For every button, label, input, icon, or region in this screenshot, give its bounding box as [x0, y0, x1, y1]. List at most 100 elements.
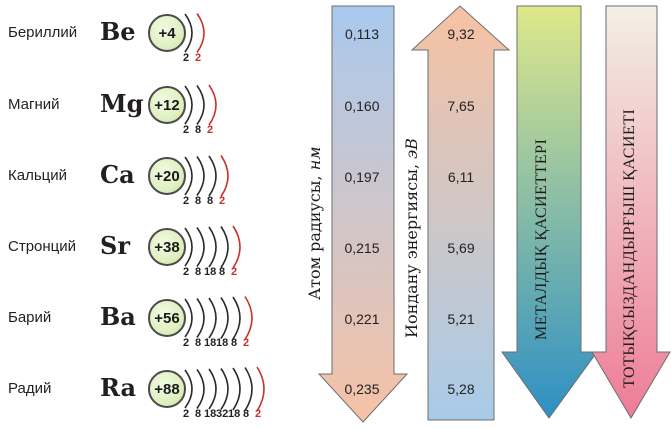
electron-shell	[184, 13, 193, 53]
shell-electron-count: 2	[255, 408, 262, 420]
electron-shell	[184, 156, 193, 196]
electron-shell	[208, 368, 217, 410]
element-symbol: Sr	[100, 231, 130, 260]
nuclear-charge: +38	[148, 228, 186, 266]
electron-shell	[196, 156, 205, 196]
electron-shell	[208, 297, 217, 339]
element-name: Стронций	[8, 238, 77, 255]
outer-electron-shell	[232, 225, 241, 269]
ionization-energy-value: 9,32	[447, 26, 475, 42]
reducing-properties-arrow	[591, 5, 671, 419]
element-name: Барий	[8, 309, 52, 326]
shell-electron-count: 2	[231, 266, 238, 278]
element-name: Радий	[8, 380, 52, 397]
shell-electron-count: 18	[228, 408, 241, 420]
shell-electron-count: 2	[183, 124, 190, 136]
element-name: Кальций	[8, 167, 67, 184]
element-name: Бериллий	[8, 24, 78, 41]
shell-electron-count: 2	[183, 408, 190, 420]
nuclear-charge: +56	[148, 299, 186, 337]
electron-shell	[196, 369, 205, 409]
ionization-energy-value: 5,21	[447, 311, 475, 327]
ionization-energy-unit: эВ	[402, 138, 421, 159]
electron-shell	[232, 367, 241, 411]
shell-electron-count: 18	[204, 337, 217, 349]
electron-shell	[220, 226, 229, 268]
electron-shell	[208, 226, 217, 268]
ionization-energy-value: 5,69	[447, 240, 475, 256]
shell-electron-count: 2	[183, 337, 190, 349]
shell-electron-count: 8	[195, 195, 202, 207]
shell-electron-count: 8	[195, 408, 202, 420]
reducing-properties-text: ТОТЫҚСЫЗДАНДЫРҒЫШ ҚАСИЕТІ	[621, 108, 638, 388]
metallic-properties-label: МЕТАЛДЫҚ ҚАСИЕТТЕРІ	[533, 139, 551, 340]
shell-electron-count: 18	[204, 408, 217, 420]
atomic-radius-label-text: Атом радиусы,	[305, 175, 324, 300]
element-symbol: Ca	[100, 160, 135, 189]
electron-shell	[208, 155, 217, 197]
atomic-radius-arrow	[317, 5, 409, 423]
shell-electron-count: 2	[183, 266, 190, 278]
element-symbol: Mg	[100, 89, 144, 118]
outer-electron-shell	[196, 13, 205, 53]
shell-electron-count: 2	[219, 195, 226, 207]
outer-electron-shell	[256, 366, 265, 412]
ionization-energy-label: Иондану энергиясы, эВ	[402, 138, 421, 338]
shell-electron-count: 8	[195, 266, 202, 278]
nuclear-charge: +12	[148, 86, 186, 124]
nuclear-charge: +20	[148, 157, 186, 195]
metallic-properties-arrow	[501, 5, 598, 419]
metallic-properties-text: МЕТАЛДЫҚ ҚАСИЕТТЕРІ	[533, 138, 550, 340]
element-symbol: Be	[100, 17, 136, 46]
shell-electron-count: 8	[207, 195, 214, 207]
shell-electron-count: 32	[216, 408, 229, 420]
electron-shells-layer	[184, 13, 265, 412]
atomic-radius-value: 0,197	[344, 169, 380, 185]
shell-electron-count: 18	[204, 266, 217, 278]
shell-electron-count: 2	[243, 337, 250, 349]
electron-shell	[196, 85, 205, 125]
electron-shell	[232, 296, 241, 340]
outer-electron-shell	[208, 84, 217, 126]
shell-electron-count: 8	[219, 266, 226, 278]
shell-electron-count: 8	[231, 337, 238, 349]
electron-shell	[196, 298, 205, 338]
element-symbol: Ra	[100, 373, 137, 402]
ionization-energy-value: 7,65	[447, 98, 475, 114]
reducing-properties-label: ТОТЫҚСЫЗДАНДЫРҒЫШ ҚАСИЕТІ	[621, 109, 639, 388]
outer-electron-shell	[244, 296, 253, 340]
ionization-energy-value: 6,11	[447, 169, 475, 185]
shell-electron-count: 8	[243, 408, 250, 420]
atomic-radius-value: 0,215	[344, 240, 380, 256]
electron-shell	[220, 297, 229, 339]
shell-electron-count: 8	[195, 124, 202, 136]
shell-electron-count: 2	[207, 124, 214, 136]
ionization-energy-arrow	[410, 5, 511, 421]
electron-shell	[184, 227, 193, 267]
shell-electron-count: 2	[183, 195, 190, 207]
nuclear-charge: +4	[148, 14, 186, 52]
ionization-energy-label-text: Иондану энергиясы,	[402, 163, 421, 338]
electron-shell	[184, 369, 193, 409]
atomic-radius-label: Атом радиусы, нм	[305, 146, 324, 300]
electron-shell	[196, 227, 205, 267]
shell-electron-count: 2	[183, 52, 190, 64]
outer-electron-shell	[220, 155, 229, 197]
element-name: Магний	[8, 96, 60, 113]
electron-shell	[244, 367, 253, 411]
shell-electron-count: 18	[216, 337, 229, 349]
atomic-radius-unit: нм	[305, 146, 324, 171]
ionization-energy-value: 5,28	[447, 381, 475, 397]
electron-shell	[184, 85, 193, 125]
shell-electron-count: 2	[195, 52, 202, 64]
atomic-radius-value: 0,221	[344, 311, 380, 327]
nuclear-charge: +88	[148, 370, 186, 408]
atomic-radius-value: 0,235	[344, 381, 380, 397]
atomic-radius-value: 0,160	[344, 98, 380, 114]
shell-electron-count: 8	[195, 337, 202, 349]
atomic-radius-value: 0,113	[345, 26, 379, 42]
element-symbol: Ba	[100, 302, 136, 331]
electron-shell	[184, 298, 193, 338]
